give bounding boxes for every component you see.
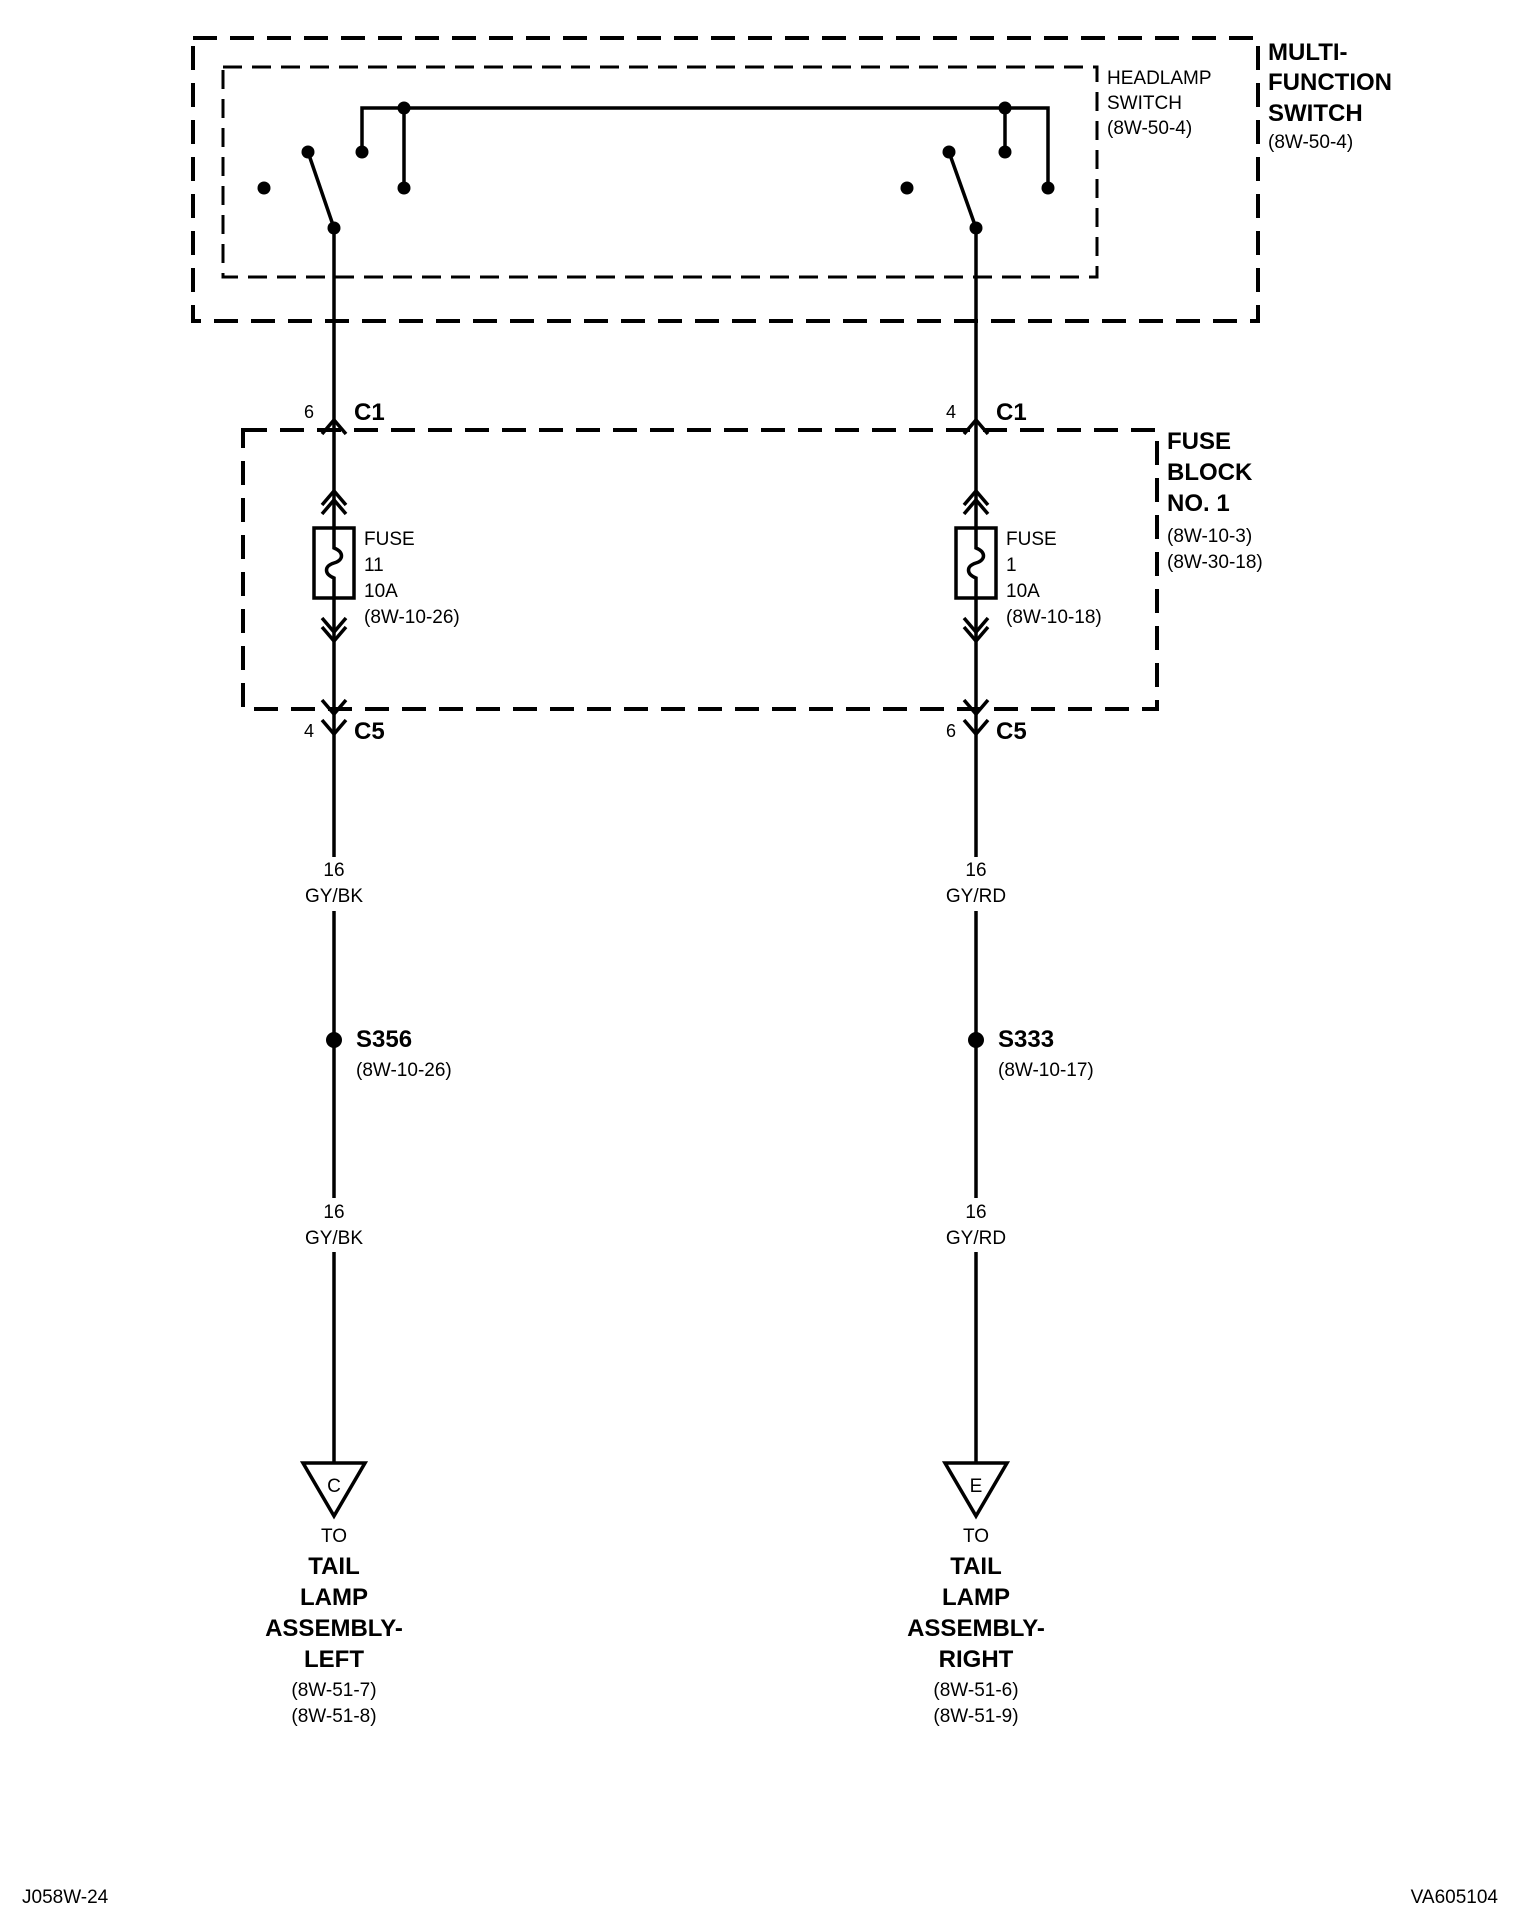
- left-c1-label: C1: [354, 399, 385, 426]
- fuse-block-label-2: BLOCK: [1167, 459, 1253, 486]
- left-dest-2: LAMP: [300, 1584, 368, 1611]
- right-fuse-number: 1: [1006, 555, 1017, 576]
- left-dest-1: TAIL: [308, 1553, 360, 1580]
- right-c1-label: C1: [996, 399, 1027, 426]
- left-connector-triangle: [299, 1461, 369, 1520]
- right-connector-letter: E: [970, 1476, 983, 1497]
- right-wire-lower-color: GY/RD: [946, 1228, 1006, 1249]
- left-splice-dot: [326, 1032, 342, 1048]
- left-dest-ref-1: (8W-51-7): [291, 1680, 376, 1701]
- left-dest-to: TO: [321, 1526, 347, 1547]
- right-dest-2: LAMP: [942, 1584, 1010, 1611]
- right-c5-label: C5: [996, 718, 1027, 745]
- left-splice-ref: (8W-10-26): [356, 1060, 452, 1081]
- left-wire-upper-color: GY/BK: [305, 886, 363, 907]
- right-wire-lower-gauge: 16: [965, 1202, 986, 1223]
- left-dest-3: ASSEMBLY-: [265, 1615, 403, 1642]
- right-dest-ref-2: (8W-51-9): [933, 1706, 1018, 1727]
- left-wire-lower-gauge: 16: [323, 1202, 344, 1223]
- footer-right-code: VA605104: [1411, 1887, 1499, 1908]
- left-dest-ref-2: (8W-51-8): [291, 1706, 376, 1727]
- multifunction-switch-label-1: MULTI-: [1268, 39, 1348, 66]
- left-fuse-rating: 10A: [364, 581, 398, 602]
- right-dest-4: RIGHT: [939, 1646, 1014, 1673]
- multifunction-switch-label-2: FUNCTION: [1268, 69, 1392, 96]
- headlamp-switch-label-1: HEADLAMP: [1107, 68, 1212, 89]
- headlamp-switch-contacts: [257, 101, 1055, 235]
- right-dest-ref-1: (8W-51-6): [933, 1680, 1018, 1701]
- left-wire-upper-gauge: 16: [323, 860, 344, 881]
- multifunction-switch-label-3: SWITCH: [1268, 100, 1363, 127]
- left-circuit: 6 C1 FUSE 11 10A (8W-10-26) 4 C5 16 GY/B…: [265, 228, 460, 1727]
- right-splice-ref: (8W-10-17): [998, 1060, 1094, 1081]
- right-fuse-element: [966, 528, 986, 598]
- left-fuse-number: 11: [364, 555, 384, 576]
- fuse-block-box: [241, 428, 1159, 711]
- right-c5-pin: 6: [946, 721, 956, 741]
- right-dest-3: ASSEMBLY-: [907, 1615, 1045, 1642]
- right-dest-1: TAIL: [950, 1553, 1002, 1580]
- left-c5-pin: 4: [304, 721, 314, 741]
- right-circuit: 4 C1 FUSE 1 10A (8W-10-18) 6 C5 16 GY/RD…: [907, 228, 1102, 1727]
- left-splice-id: S356: [356, 1026, 412, 1053]
- headlamp-switch-ref: (8W-50-4): [1107, 118, 1192, 139]
- right-fuse-rating: 10A: [1006, 581, 1040, 602]
- headlamp-switch-box: [221, 65, 1099, 279]
- footer-left-code: J058W-24: [22, 1887, 109, 1908]
- left-dest-4: LEFT: [304, 1646, 364, 1673]
- right-fuse-label: FUSE: [1006, 529, 1057, 550]
- right-fuse-ref: (8W-10-18): [1006, 607, 1102, 628]
- fuse-block-label-3: NO. 1: [1167, 490, 1230, 517]
- right-wire-upper-gauge: 16: [965, 860, 986, 881]
- right-splice-id: S333: [998, 1026, 1054, 1053]
- right-wire-upper-color: GY/RD: [946, 886, 1006, 907]
- left-fuse-ref: (8W-10-26): [364, 607, 460, 628]
- fuse-block-label-1: FUSE: [1167, 428, 1231, 455]
- left-fuse-element: [324, 528, 344, 598]
- right-dest-to: TO: [963, 1526, 989, 1547]
- headlamp-switch-label-2: SWITCH: [1107, 93, 1182, 114]
- multifunction-switch-box: [191, 36, 1260, 323]
- left-c5-label: C5: [354, 718, 385, 745]
- right-splice-dot: [968, 1032, 984, 1048]
- left-wire-lower-color: GY/BK: [305, 1228, 363, 1249]
- right-c1-pin: 4: [946, 402, 956, 422]
- multifunction-switch-ref: (8W-50-4): [1268, 132, 1353, 153]
- right-connector-triangle: [941, 1461, 1011, 1520]
- left-fuse-label: FUSE: [364, 529, 415, 550]
- fuse-block-ref-1: (8W-10-3): [1167, 526, 1252, 547]
- left-connector-letter: C: [327, 1476, 341, 1497]
- fuse-block-ref-2: (8W-30-18): [1167, 552, 1263, 573]
- left-c1-pin: 6: [304, 402, 314, 422]
